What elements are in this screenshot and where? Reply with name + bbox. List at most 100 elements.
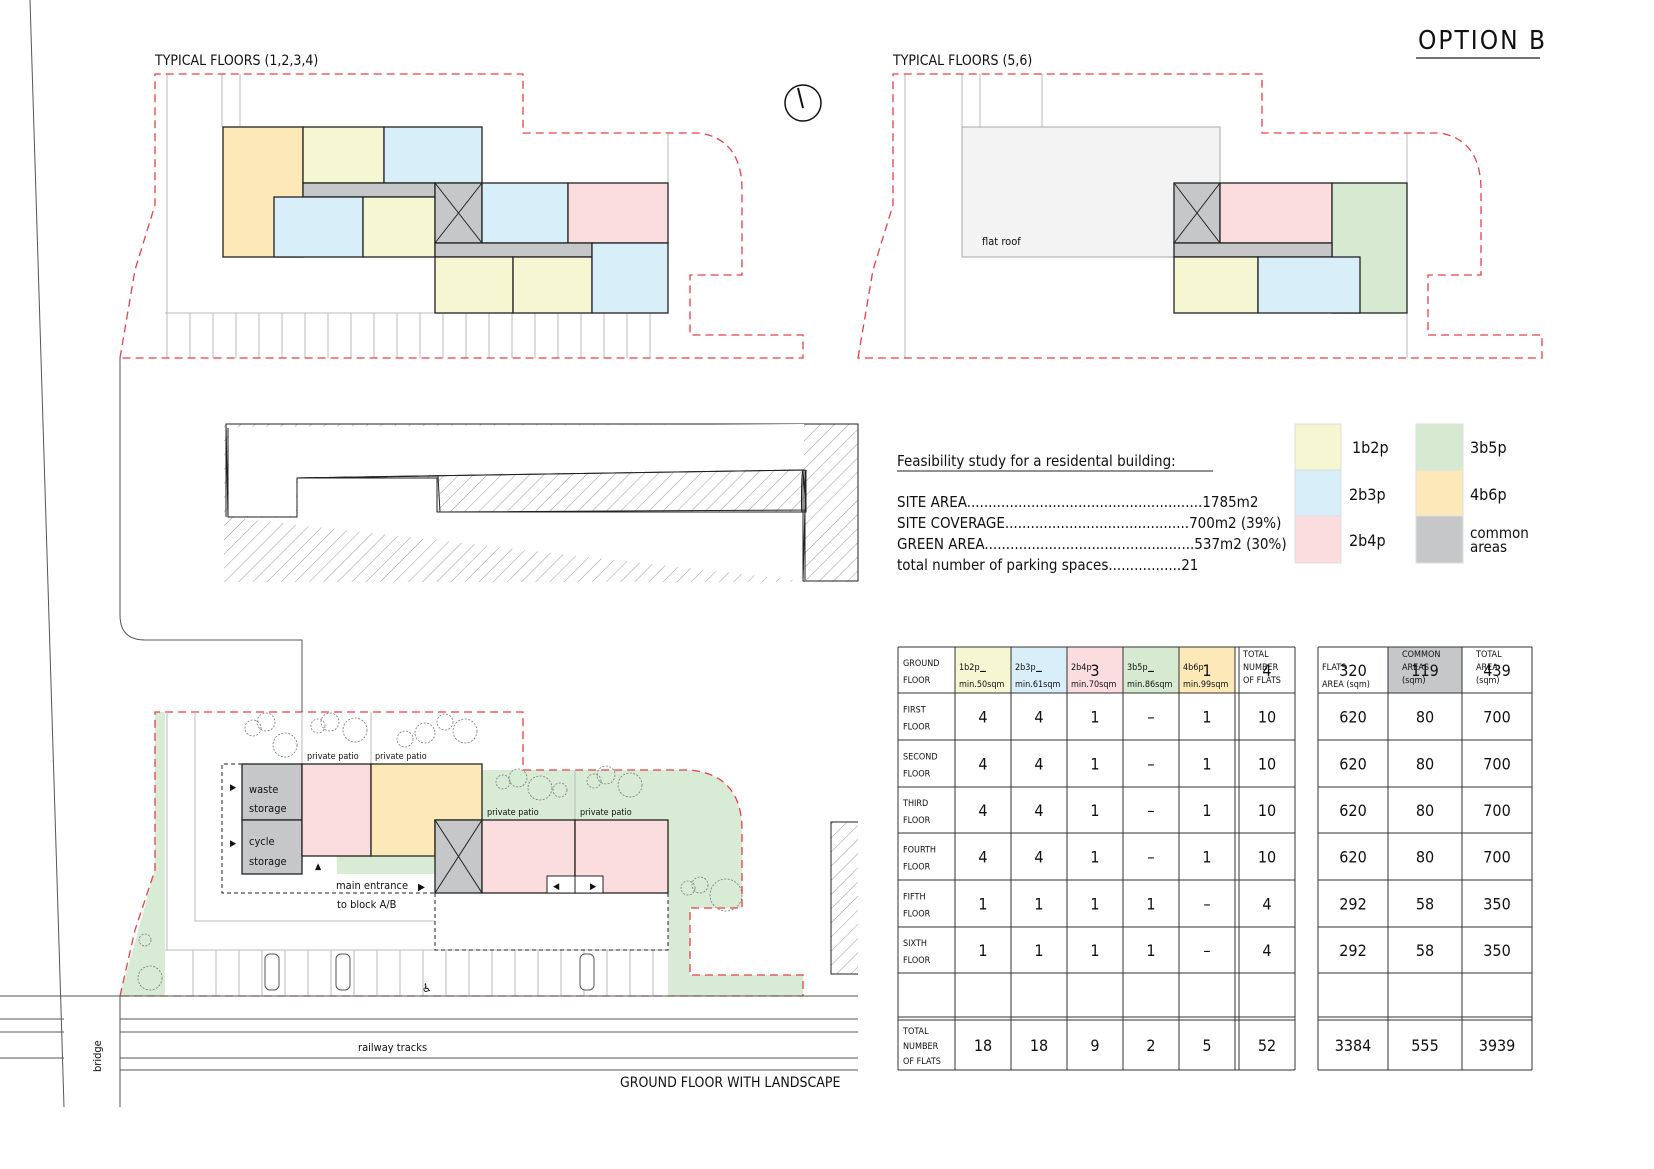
flat-count-cell: 18 — [1030, 1036, 1048, 1055]
flat-count-cell: – — [1203, 941, 1210, 960]
total-flats-cell: 4 — [1262, 941, 1271, 960]
area-cell: 700 — [1483, 848, 1510, 867]
flat-1b2p — [1173, 256, 1259, 314]
corridor — [1173, 242, 1333, 258]
column-header: min.70sqm — [1071, 680, 1117, 690]
flat-count-cell: – — [1147, 801, 1154, 820]
legend-label: 2b3p — [1349, 485, 1386, 504]
access-road — [119, 358, 303, 712]
row-label: FLOOR — [903, 723, 931, 733]
waste-storage-label: storage — [249, 802, 287, 815]
waste-storage — [241, 763, 303, 821]
row-label: FLOOR — [903, 676, 931, 686]
header-swatch — [955, 647, 1011, 693]
flat-1b2p — [302, 126, 385, 184]
column-header: 2b3p — [1015, 663, 1036, 673]
flat-count-cell: – — [979, 661, 986, 680]
legend-label: 2b4p — [1349, 531, 1386, 550]
area-cell: 292 — [1339, 895, 1366, 914]
row-label: FLOOR — [903, 863, 931, 873]
column-header: COMMON — [1402, 650, 1440, 660]
row-label: FOURTH — [903, 846, 936, 856]
plan-typical-floors-5-6: TYPICAL FLOORS (5,6) flat roof — [857, 53, 1543, 359]
patio-label: private patio — [580, 808, 632, 818]
column-header: (sqm) — [1476, 676, 1500, 686]
feasibility-heading: Feasibility study for a residental build… — [897, 452, 1176, 470]
area-cell: 119 — [1411, 661, 1438, 680]
area-cell: 292 — [1339, 941, 1366, 960]
flat-count-cell: – — [1147, 708, 1154, 727]
area-cell: 58 — [1416, 895, 1434, 914]
legend-label: 4b6p — [1470, 485, 1507, 504]
landscape-green — [120, 712, 165, 996]
lift-core — [1173, 182, 1221, 244]
flat-count-cell: 4 — [978, 708, 987, 727]
flat-count-cell: – — [1147, 661, 1154, 680]
flat-count-cell: 4 — [978, 801, 987, 820]
accessible-parking-icon: ♿ — [422, 981, 432, 995]
area-cell: 58 — [1416, 941, 1434, 960]
area-cell: 80 — [1416, 708, 1434, 727]
site-boundary — [857, 73, 1543, 359]
plan-typical-floors-1-4: TYPICAL FLOORS (1,2,3,4) — [119, 53, 804, 359]
flat-1b2p — [362, 196, 436, 258]
column-header: AREA (sqm) — [1322, 680, 1370, 690]
area-cell: 700 — [1483, 755, 1510, 774]
option-title: OPTION B — [1418, 26, 1547, 56]
site-area: SITE AREA...............................… — [897, 493, 1258, 511]
flat-count-cell: 1 — [978, 941, 987, 960]
area-cell: 320 — [1339, 661, 1366, 680]
flat-count-cell: 1 — [1202, 708, 1211, 727]
flat-count-cell: 1 — [1090, 801, 1099, 820]
bridge-label: bridge — [91, 1040, 104, 1072]
column-header: min.86sqm — [1127, 680, 1173, 690]
area-cell: 80 — [1416, 848, 1434, 867]
column-header: 4b6p — [1183, 663, 1204, 673]
row-label: FIRST — [903, 706, 926, 716]
patio-label: private patio — [307, 752, 359, 762]
column-header: OF FLATS — [1243, 676, 1281, 686]
lift-core — [434, 819, 483, 894]
flat-count-cell: 1 — [1202, 848, 1211, 867]
total-flats-cell: 4 — [1262, 661, 1271, 680]
legend-label: 1b2p — [1352, 438, 1389, 457]
row-label: FLOOR — [903, 770, 931, 780]
row-label: TOTAL — [902, 1027, 929, 1037]
main-entrance-label: main entrance — [336, 879, 408, 892]
flat-count-cell: 1 — [1090, 941, 1099, 960]
plan-title: TYPICAL FLOORS (1,2,3,4) — [154, 53, 318, 69]
svg-text:▶: ▶ — [590, 882, 597, 892]
area-cell: 620 — [1339, 801, 1366, 820]
feasibility-study: Feasibility study for a residental build… — [897, 452, 1287, 574]
site-edge-line — [29, 0, 65, 1108]
row-label: FLOOR — [903, 816, 931, 826]
column-header: AREA — [1476, 663, 1498, 673]
flat-count-cell: 4 — [978, 848, 987, 867]
flat-count-cell: 4 — [1034, 708, 1043, 727]
svg-text:▲: ▲ — [315, 862, 322, 872]
site-boundary — [119, 711, 804, 997]
flat-count-cell: 1 — [1090, 755, 1099, 774]
flat-2b4p — [1219, 182, 1333, 244]
flat-count-cell: 1 — [1090, 848, 1099, 867]
flat-count-cell: – — [1035, 661, 1042, 680]
column-header: TOTAL — [1475, 650, 1502, 660]
flat-count-cell: 1 — [1034, 941, 1043, 960]
area-cell: 3939 — [1479, 1036, 1516, 1055]
railway-label: railway tracks — [358, 1041, 427, 1054]
site-coverage: SITE COVERAGE...........................… — [897, 514, 1281, 532]
flat-count-cell: – — [1147, 755, 1154, 774]
column-header: NUMBER — [1243, 663, 1279, 673]
row-label: SECOND — [903, 753, 938, 763]
waste-storage-label: waste — [249, 783, 278, 796]
column-header: min.50sqm — [959, 680, 1005, 690]
row-label: FLOOR — [903, 956, 931, 966]
flat-2b4p — [574, 819, 669, 894]
flat-count-cell: 4 — [978, 755, 987, 774]
area-cell: 620 — [1339, 848, 1366, 867]
legend-label: 3b5p — [1470, 438, 1507, 457]
to-block-label: to block A/B — [337, 898, 397, 911]
flat-count-cell: 5 — [1202, 1036, 1211, 1055]
flat-count-cell: 18 — [974, 1036, 992, 1055]
